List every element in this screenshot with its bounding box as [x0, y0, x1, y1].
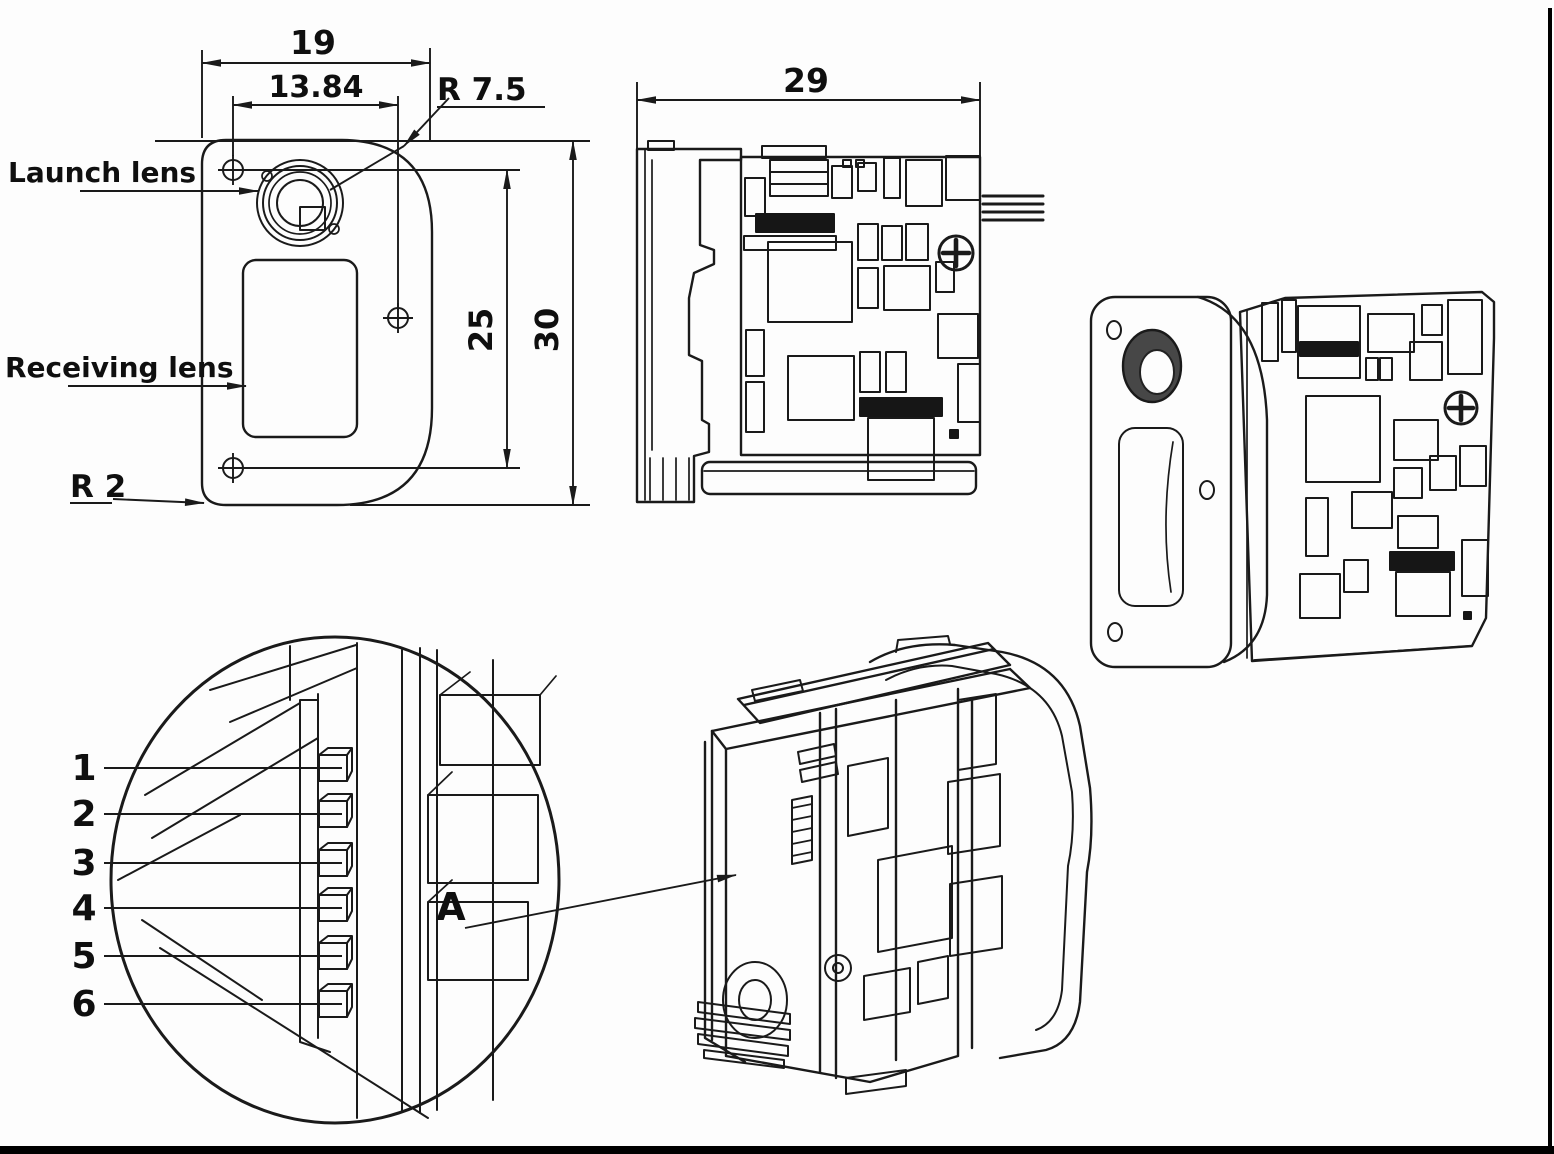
side-wires — [981, 194, 1045, 222]
detail-view: 1 2 3 4 5 6 A — [71, 635, 737, 1125]
radius-small-label: R 2 — [70, 469, 126, 505]
detail-pins — [318, 747, 353, 1018]
section-label-a: A — [436, 885, 466, 929]
right-frame-border — [1548, 8, 1552, 1146]
pin-label-2: 2 — [71, 794, 96, 835]
rear-body — [703, 641, 1032, 1084]
front-plate-outline — [200, 138, 434, 507]
dim-lens-to-hole-label: 25 — [462, 308, 500, 353]
rear-bracket — [868, 635, 1093, 1060]
detail-structure — [117, 642, 557, 1119]
dim-height-30: 30 — [155, 140, 590, 506]
bottom-frame-border — [0, 1146, 1554, 1154]
rear-iso-view — [694, 635, 1093, 1095]
dim-depth-29: 29 — [636, 61, 981, 158]
rear-pins — [694, 1001, 791, 1069]
launch-lens-callout: Launch lens — [8, 156, 259, 195]
launch-lens-label: Launch lens — [8, 156, 196, 189]
side-pcb — [700, 145, 1045, 496]
pin-label-6: 6 — [71, 984, 96, 1025]
side-view: 29 — [635, 61, 1045, 504]
dim-width-label: 19 — [290, 23, 336, 62]
side-housing — [635, 140, 743, 504]
iso-screw — [1443, 390, 1479, 426]
pin-label-3: 3 — [71, 843, 96, 884]
radius-large-label: R 7.5 — [437, 72, 527, 108]
iso-pcb — [1238, 290, 1496, 663]
dim-height-label: 30 — [528, 308, 566, 353]
dim-hole-spacing-13-84: 13.84 — [232, 70, 399, 310]
dim-width-19: 19 — [201, 23, 431, 140]
launch-lens-feature — [256, 159, 344, 247]
pin-label-5: 5 — [71, 936, 96, 977]
dim-lens-to-hole-25: 25 — [223, 169, 520, 469]
dim-depth-label: 29 — [783, 61, 829, 100]
pin-label-4: 4 — [71, 888, 96, 929]
receiving-lens-label: Receiving lens — [5, 351, 234, 384]
pin-callouts: 1 2 3 4 5 6 — [71, 748, 342, 1025]
pin-label-1: 1 — [71, 748, 96, 789]
radius-small-callout: R 2 — [70, 469, 205, 506]
rear-lens-boss — [722, 961, 788, 1039]
screw-hole-bottom — [218, 453, 248, 483]
iso-view — [1089, 290, 1496, 669]
iso-pcb-components — [1261, 299, 1489, 620]
rear-components — [791, 693, 1003, 1095]
side-screw — [937, 234, 975, 272]
receiving-lens-callout: Receiving lens — [5, 351, 247, 390]
iso-front-plate — [1089, 295, 1269, 669]
detail-circle — [109, 635, 561, 1125]
front-view: 19 13.84 25 30 R 7.5 R 2 — [5, 23, 590, 507]
radius-large-callout: R 7.5 — [329, 72, 545, 191]
dim-hole-spacing-label: 13.84 — [269, 70, 364, 105]
receiving-lens-feature — [241, 258, 359, 439]
rear-screw — [824, 954, 852, 982]
detail-leader-line — [464, 874, 737, 929]
side-pcb-components — [743, 145, 981, 481]
